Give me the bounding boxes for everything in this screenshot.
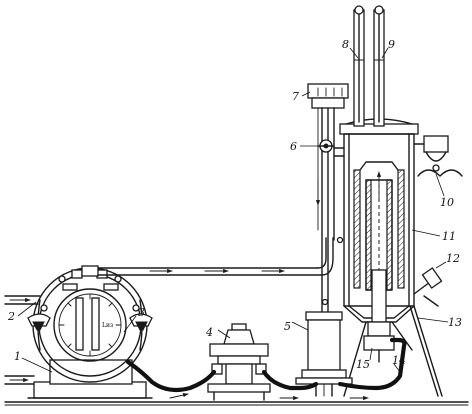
- label-14: 14: [392, 354, 406, 367]
- label-13: 13: [448, 316, 462, 329]
- label-10: 10: [440, 196, 454, 209]
- meter-scale-text: Lиз: [102, 322, 113, 329]
- hose-14: [125, 337, 407, 393]
- label-9: 9: [388, 38, 395, 51]
- sampling-cup: [413, 135, 463, 177]
- flask-5: [295, 311, 353, 397]
- burette-column: [307, 83, 349, 313]
- outlet-tube: [413, 267, 443, 307]
- floor: [4, 401, 469, 406]
- flow-arrows-inlet: [9, 297, 31, 383]
- hose-arrows: [169, 392, 369, 401]
- valve-6: [317, 139, 335, 153]
- stand-legs: [343, 305, 443, 397]
- burner: [363, 269, 395, 363]
- label-11: 11: [442, 230, 456, 243]
- label-8: 8: [342, 38, 349, 51]
- regulator-4: [207, 323, 271, 401]
- label-6: 6: [290, 140, 297, 153]
- label-5: 5: [284, 320, 291, 333]
- callout-labels: 1 2 3 4 5 6 7 8 9 10 11 12 13: [7, 38, 462, 373]
- label-7: 7: [292, 90, 299, 103]
- label-2: 2: [7, 310, 15, 323]
- label-1: 1: [14, 350, 21, 363]
- label-15: 15: [356, 358, 370, 371]
- main-vessel: [333, 118, 419, 323]
- label-12: 12: [446, 252, 460, 265]
- gas-meter: Lиз: [4, 267, 153, 399]
- gas-line-to-burner: [81, 237, 334, 277]
- label-3: 3: [138, 306, 145, 319]
- label-4: 4: [205, 326, 213, 339]
- thermometers: [353, 5, 385, 127]
